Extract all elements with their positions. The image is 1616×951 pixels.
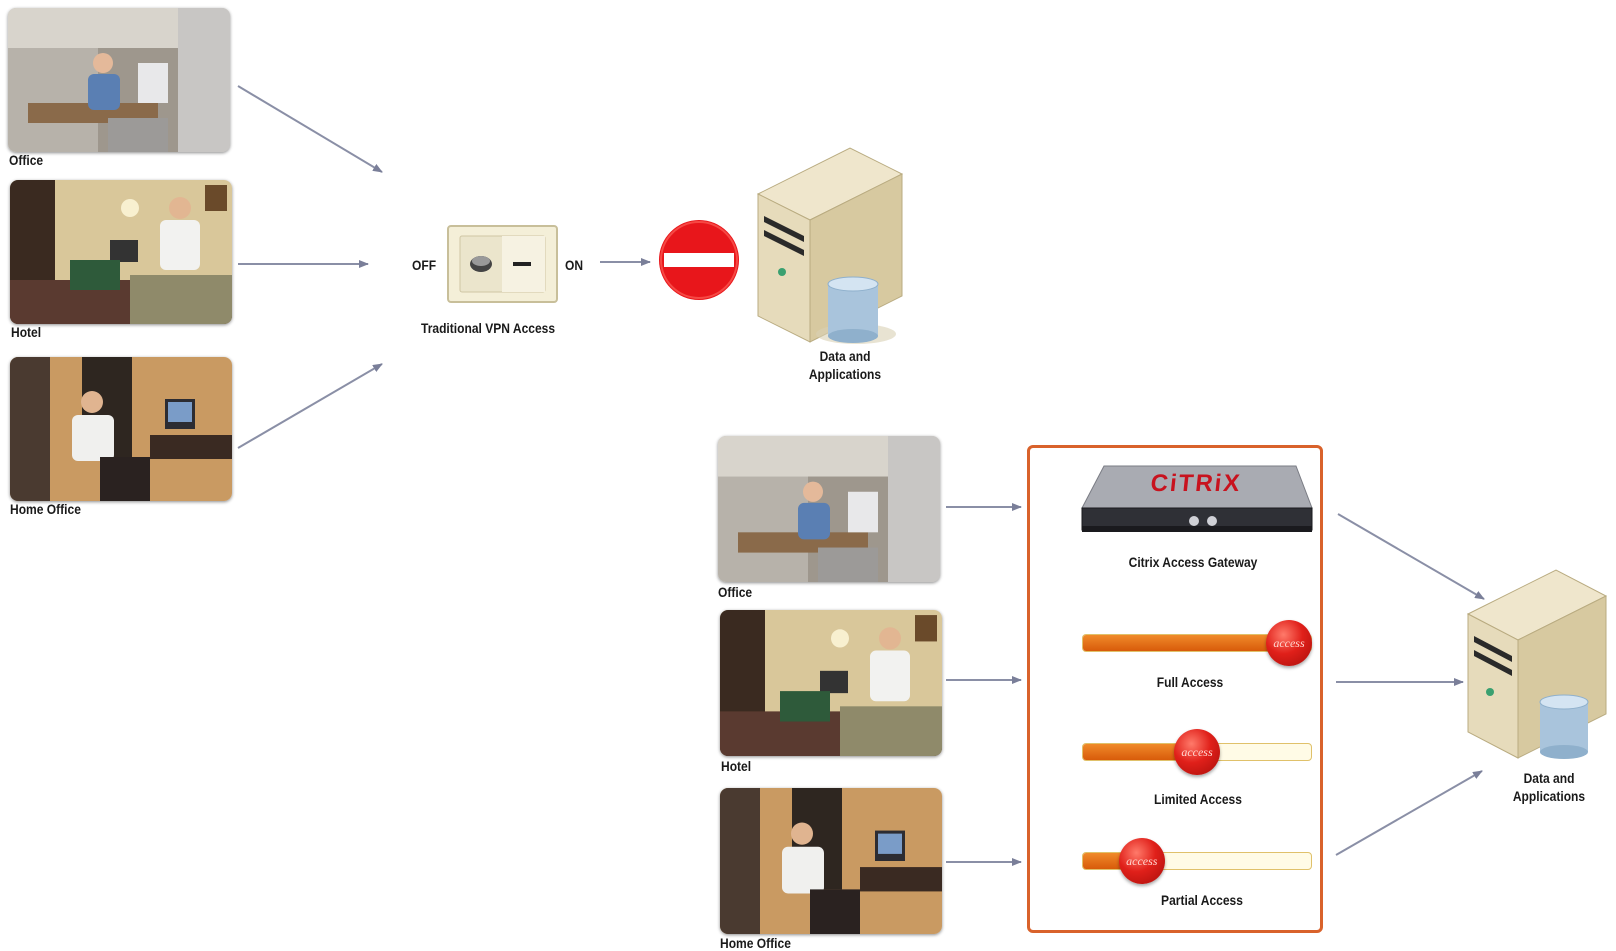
full-access-fill bbox=[1083, 635, 1290, 651]
gateway-caption: Citrix Access Gateway bbox=[1128, 554, 1258, 570]
server-label-bottom-line1: Data and bbox=[1523, 770, 1575, 786]
office-photo-bottom bbox=[718, 436, 940, 582]
hotel-photo-bottom bbox=[720, 610, 942, 756]
limited-access-fill bbox=[1083, 744, 1198, 760]
limited-access-label: Limited Access bbox=[1154, 791, 1242, 807]
vpn-switch[interactable] bbox=[446, 224, 559, 304]
vpn-caption: Traditional VPN Access bbox=[421, 320, 556, 336]
hotel-label-bottom: Hotel bbox=[721, 758, 752, 774]
home-office-label: Home Office bbox=[10, 501, 81, 517]
full-access-knob[interactable]: access bbox=[1266, 620, 1312, 666]
office-photo bbox=[8, 8, 230, 152]
switch-on-label: ON bbox=[565, 257, 584, 273]
server-label-bottom-line2: Applications bbox=[1512, 788, 1586, 804]
partial-access-label: Partial Access bbox=[1161, 892, 1243, 908]
switch-off-label: OFF bbox=[412, 257, 437, 273]
limited-access-knob[interactable]: access bbox=[1174, 729, 1220, 775]
hotel-photo bbox=[10, 180, 232, 324]
no-entry-icon bbox=[658, 219, 740, 301]
partial-access-slider[interactable] bbox=[1082, 852, 1312, 870]
arrow-home-to-switch bbox=[237, 363, 383, 449]
server-label-top-line2: Applications bbox=[808, 366, 882, 382]
home-office-label-bottom: Home Office bbox=[720, 935, 791, 951]
server-label-top-line1: Data and bbox=[819, 348, 871, 364]
citrix-logo: CiTRiX bbox=[1149, 470, 1243, 497]
office-label: Office bbox=[9, 152, 44, 168]
hotel-label: Hotel bbox=[11, 324, 42, 340]
office-label-bottom: Office bbox=[718, 584, 753, 600]
partial-access-knob[interactable]: access bbox=[1118, 838, 1165, 884]
home-office-photo-bottom bbox=[720, 788, 942, 934]
server-icon-top bbox=[756, 146, 912, 346]
full-access-slider[interactable] bbox=[1082, 634, 1312, 652]
server-icon-bottom bbox=[1466, 568, 1614, 764]
arrow-gateway-to-server bbox=[1337, 513, 1485, 600]
home-office-photo bbox=[10, 357, 232, 501]
citrix-gateway-device bbox=[1076, 464, 1316, 540]
full-access-label: Full Access bbox=[1156, 674, 1224, 690]
arrow-partial-to-server bbox=[1335, 770, 1483, 856]
arrow-office-to-switch bbox=[237, 85, 383, 173]
